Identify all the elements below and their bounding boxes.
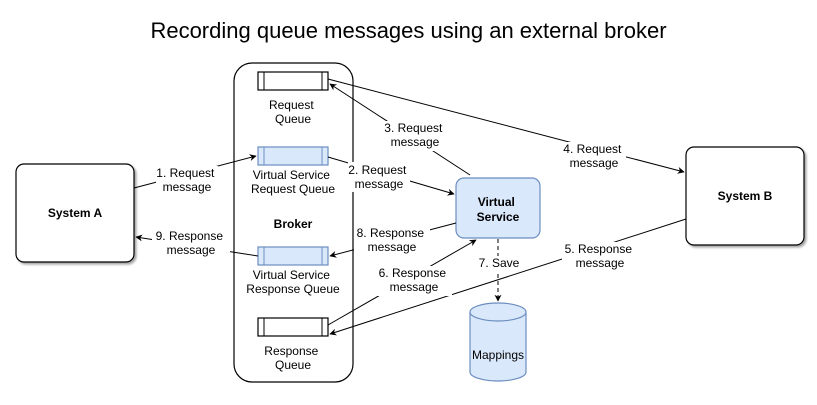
request-queue[interactable] [257,71,329,91]
request-queue-label: Request Queue [269,98,317,126]
svg-text:4. Request message: 4. Request message [563,142,624,170]
svg-text:7. Save: 7. Save [479,256,520,270]
vs-request-queue[interactable] [257,146,329,166]
mappings-database-icon[interactable] [469,302,527,382]
edge-8-label: 8. Response message [354,226,430,256]
edge-7-label: 7. Save [478,256,520,271]
vs-response-queue-label: Virtual Service Response Queue [246,268,340,296]
svg-text:3. Request message: 3. Request message [384,121,445,149]
svg-text:2. Request message: 2. Request message [348,163,409,191]
virtual-service-box[interactable] [455,177,541,239]
edge-5-label: 5. Response message [562,242,638,272]
system-b-box[interactable] [685,146,805,246]
system-a-box[interactable] [15,163,135,263]
svg-text:9. Response message: 9. Response message [156,229,227,257]
system-a-label: System A [48,206,103,220]
broker-container[interactable] [233,62,354,383]
edge-1-label: 1. Request message [156,166,218,196]
diagram-title: Recording queue messages using an extern… [150,18,667,43]
vs-request-queue-label: Virtual Service Request Queue [251,168,335,196]
svg-text:8. Response message: 8. Response message [357,226,428,254]
response-queue-label: Response Queue [264,344,321,372]
system-b-label: System B [718,189,773,203]
edge-4-arrow[interactable] [327,78,685,174]
virtual-service-label: Virtual Service [477,195,520,224]
response-queue[interactable] [257,317,329,337]
svg-text:1. Request message: 1. Request message [156,166,217,194]
vs-response-queue[interactable] [257,246,329,266]
edge-2-label: 2. Request message [348,162,410,192]
edge-3-label: 3. Request message [383,121,447,151]
broker-label: Broker [274,217,313,231]
edge-4-label: 4. Request message [562,142,626,172]
edge-6-label: 6. Response message [376,266,452,296]
mappings-label: Mappings [472,348,524,362]
svg-text:6. Response message: 6. Response message [379,266,450,294]
edge-5-arrow[interactable] [329,218,687,336]
edge-9-label: 9. Response message [152,228,230,258]
svg-text:5. Response message: 5. Response message [565,242,636,270]
